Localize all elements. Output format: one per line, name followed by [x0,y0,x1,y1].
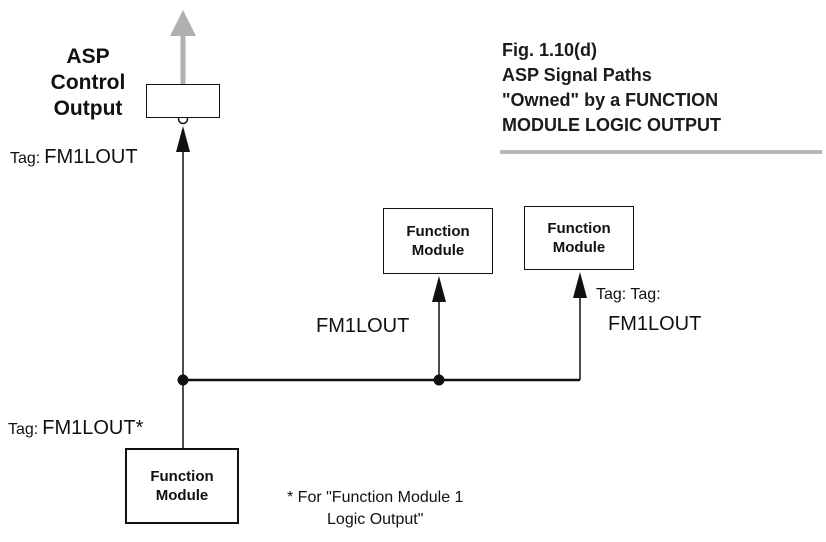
asp-tag-prefix: Tag: [10,150,41,167]
asp-label-line3: Output [53,97,123,120]
source-tag-value: FM1LOUT* [42,417,144,439]
fm-top-right-line2: Module [552,239,606,256]
fm-left-arrowhead [432,276,446,302]
asp-input-arrowhead [176,126,190,152]
asp-output-arrowhead [170,10,196,36]
function-module-top-left: Function Module [383,208,493,274]
figure-title: Fig. 1.10(d) ASP Signal Paths "Owned" by… [502,38,721,138]
asp-tag-label: Tag:FM1LOUT [10,146,138,169]
fm-top-right-line1: Function [547,220,611,237]
source-tag-prefix: Tag: [8,421,39,438]
function-module-top-right: Function Module [524,206,634,270]
asp-label-line1: ASP [66,45,110,68]
fm-source-line2: Module [155,487,209,504]
fm-left-input-tag: FM1LOUT [316,315,410,337]
footnote: * For "Function Module 1 Logic Output" [287,487,463,531]
fm-top-left-line2: Module [411,242,465,259]
figure-title-rule [500,150,822,154]
fm-right-tag-prefix: Tag: Tag: [596,286,661,303]
fm-top-left-line1: Function [406,223,470,240]
asp-output-box [146,84,220,118]
fm-right-arrowhead [573,272,587,298]
function-module-source: Function Module [125,448,239,524]
source-tag-label: Tag:FM1LOUT* [8,417,143,440]
figure-title-line4: MODULE LOGIC OUTPUT [502,115,721,135]
asp-tag-value: FM1LOUT [44,146,138,168]
figure-title-line3: "Owned" by a FUNCTION [502,90,719,110]
asp-label-line2: Control [50,71,126,94]
footnote-line2: Logic Output" [327,511,424,528]
asp-control-output-label: ASP Control Output [40,44,136,122]
figure-title-line2: ASP Signal Paths [502,65,652,85]
footnote-line1: * For "Function Module 1 [287,489,464,506]
fm-right-tag-value: FM1LOUT [608,313,702,335]
junction-dot-left [177,374,189,386]
figure-title-line1: Fig. 1.10(d) [502,40,598,60]
fm-source-line1: Function [150,468,214,485]
